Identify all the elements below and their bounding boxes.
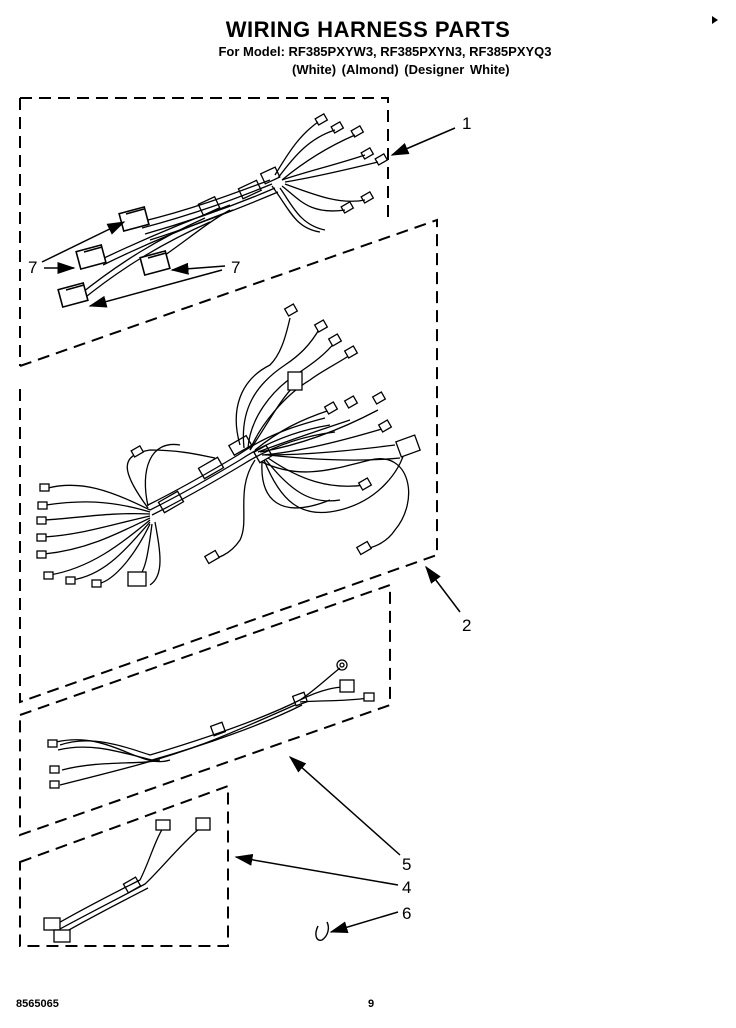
arrow-7c — [170, 262, 226, 275]
harness-2 — [36, 303, 421, 588]
arrow-1 — [390, 127, 456, 156]
callout-5: 5 — [402, 855, 412, 874]
footer-code: 8565065 — [16, 998, 59, 1010]
harness-5 — [47, 659, 375, 789]
arrow-2 — [425, 565, 461, 613]
harness-4 — [43, 817, 211, 943]
callout-4: 4 — [402, 878, 412, 897]
panel-4 — [19, 784, 229, 947]
arrow-5 — [288, 756, 401, 856]
panel-1 — [19, 97, 389, 366]
callout-6: 6 — [402, 904, 412, 923]
page-title: WIRING HARNESS PARTS — [225, 17, 511, 42]
panel-2 — [19, 218, 438, 704]
clip-part-6 — [315, 921, 330, 941]
callout-7-right: 7 — [231, 258, 241, 277]
page-number: 9 — [368, 998, 375, 1010]
arrow-7a — [41, 221, 126, 263]
arrow-4 — [234, 853, 399, 886]
callout-2: 2 — [462, 616, 472, 635]
callout-1: 1 — [462, 114, 472, 133]
arrow-6 — [329, 911, 399, 934]
arrow-7d — [88, 269, 223, 308]
callout-7-left: 7 — [28, 258, 38, 277]
corner-mark — [712, 16, 718, 24]
model-line: For Model: RF385PXYW3, RF385PXYN3, RF385… — [218, 44, 552, 59]
connectors-7 — [57, 205, 171, 309]
color-line: (White) (Almond) (Designer White) — [292, 62, 510, 77]
